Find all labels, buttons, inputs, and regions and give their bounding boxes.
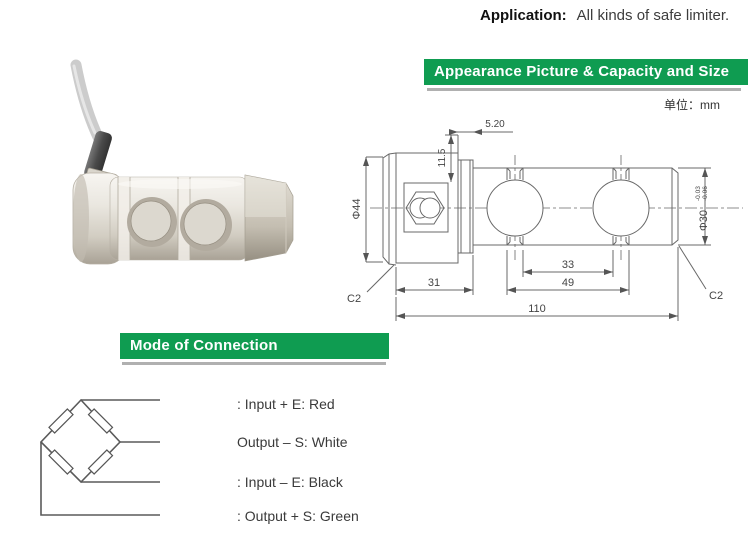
dim-dia44	[363, 156, 383, 263]
connection-underline	[122, 362, 386, 365]
connection-title-text: Mode of Connection	[130, 337, 278, 354]
left-end-cap	[382, 152, 397, 266]
product-photo	[70, 59, 294, 265]
cable-gland-view	[403, 182, 449, 233]
load-cell-body	[72, 172, 294, 265]
wire-output-plus	[40, 442, 160, 516]
hole-1	[486, 179, 544, 237]
bridge-circuit-diagram	[39, 398, 160, 516]
application-line: Application: All kinds of safe limiter.	[480, 7, 729, 24]
dim-110	[395, 247, 679, 321]
rib	[457, 159, 474, 254]
dim-label-tol-upper: -0.03	[695, 186, 702, 201]
dim-5-20	[449, 129, 513, 157]
cable-boot	[84, 131, 112, 180]
section-title-connection: Mode of Connection	[120, 333, 389, 359]
chamfer-leader-left	[366, 264, 395, 293]
cable	[70, 59, 104, 143]
appearance-title-text: Appearance Picture & Capacity and Size	[434, 63, 730, 80]
dim-label-dia44: Φ44	[351, 198, 363, 219]
dim-label-49: 49	[562, 277, 574, 289]
dim-label-5-20: 5.20	[485, 119, 505, 130]
wire-label-input-minus: : Input – E: Black	[237, 474, 343, 490]
chamfer-label-right: C2	[709, 290, 723, 302]
unit-note: 单位：mm	[664, 98, 720, 112]
dim-label-tol-lower: -0.06	[702, 186, 709, 201]
dim-33	[522, 250, 614, 277]
strain-gauge-bottom-left	[48, 449, 74, 475]
hole-2	[592, 179, 650, 237]
dim-49	[506, 250, 630, 295]
dim-11-5	[445, 134, 458, 182]
wire-label-output-plus: : Output + S: Green	[237, 508, 359, 524]
bridge-diamond	[39, 398, 122, 484]
technical-drawing: Φ44 11.5 5.20 Φ30 -0.03 -0.06 33 49 31 1…	[347, 119, 743, 321]
appearance-underline	[427, 88, 741, 91]
cable-highlight	[72, 64, 97, 135]
application-value: All kinds of safe limiter.	[576, 7, 730, 24]
dim-31	[395, 255, 474, 295]
chamfer-leader-right	[678, 245, 707, 290]
strain-gauge-bottom-right	[87, 449, 114, 475]
dim-dia30	[678, 167, 711, 246]
application-label: Application:	[480, 7, 567, 24]
dim-label-11-5: 11.5	[437, 148, 448, 167]
section-title-appearance: Appearance Picture & Capacity and Size	[424, 59, 748, 85]
dim-label-110: 110	[528, 303, 546, 315]
chamfer-label-left: C2	[347, 293, 361, 305]
strain-gauge-top-right	[87, 408, 114, 434]
dim-label-31: 31	[428, 277, 440, 289]
wire-label-output-minus: Output – S: White	[237, 434, 348, 450]
slot-details	[506, 167, 630, 246]
main-body	[472, 167, 679, 246]
wire-label-input-plus: : Input + E: Red	[237, 396, 335, 412]
dim-label-33: 33	[562, 259, 574, 271]
dim-label-dia30: Φ30	[698, 210, 710, 231]
strain-gauge-top-left	[48, 408, 74, 434]
